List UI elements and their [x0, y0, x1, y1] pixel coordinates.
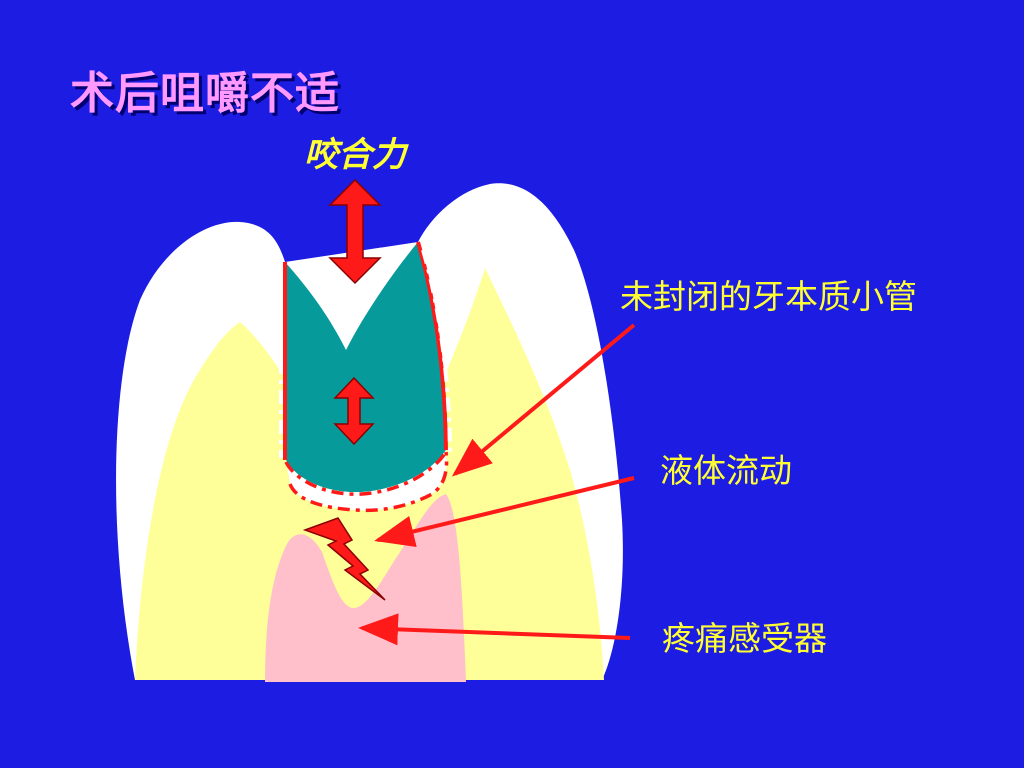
cavity-margin-right	[416, 241, 448, 451]
restoration-filling	[285, 242, 446, 493]
fluid-leader-arrow	[374, 476, 635, 548]
unsealed-gap	[286, 450, 447, 511]
callout-unsealed-tubules: 未封闭的牙本质小管	[620, 277, 917, 316]
unsealed-gap-upper-edge	[284, 451, 448, 496]
tubules-leader-arrow	[451, 323, 636, 477]
pain-lightning-icon	[302, 517, 386, 601]
receptor-leader-arrow	[358, 613, 631, 646]
unsealed-gap-lower-edge	[288, 451, 449, 513]
occlusal-force-label: 咬合力	[304, 135, 406, 175]
callout-fluid-flow: 液体流动	[660, 451, 792, 490]
filling-movement-arrow	[333, 376, 375, 446]
callout-pain-receptor: 疼痛感受器	[662, 619, 827, 658]
occlusal-force-arrow	[328, 178, 382, 285]
slide-title: 术后咀嚼不适	[70, 68, 340, 119]
